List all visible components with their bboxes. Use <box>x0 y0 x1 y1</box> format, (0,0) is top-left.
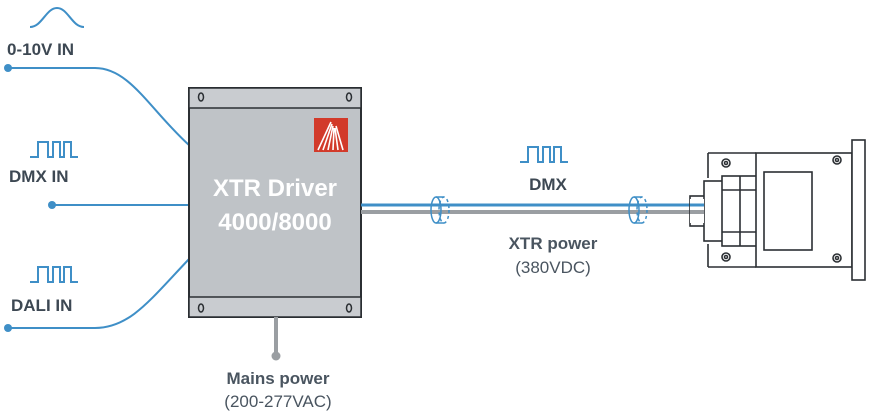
mains-value: (200-277VAC) <box>224 392 331 411</box>
digital-pulse-icon <box>30 266 78 283</box>
ferrite-core-icon <box>430 196 450 224</box>
wire-terminal-dali <box>4 324 12 332</box>
link-label-power: XTR power <box>509 234 598 253</box>
link-label-power-value: (380VDC) <box>515 258 591 277</box>
input-label-dmx: DMX IN <box>9 167 69 186</box>
ferrite-core-icon <box>628 196 648 224</box>
xtr-driver-box: XTR Driver 4000/8000 <box>188 87 362 318</box>
wire-terminal-analog <box>4 64 12 72</box>
analog-signal-icon <box>29 6 85 28</box>
wire-terminal-dmx <box>48 201 56 209</box>
digital-pulse-icon <box>30 141 78 158</box>
input-label-dali: DALI IN <box>11 296 72 315</box>
input-label-analog: 0-10V IN <box>7 40 74 59</box>
link-label-dmx: DMX <box>529 175 567 194</box>
driver-title-line1: XTR Driver <box>213 175 337 202</box>
luminaire-fixture <box>689 139 866 281</box>
screw-hole-icon <box>197 92 353 313</box>
wire-terminal-mains <box>271 351 281 361</box>
driver-title-line2: 4000/8000 <box>218 209 331 236</box>
wire-dali <box>8 257 191 329</box>
digital-pulse-icon <box>520 146 568 163</box>
xtr-logo-icon <box>314 118 348 152</box>
mains-label: Mains power <box>227 369 330 388</box>
wire-analog <box>8 67 191 147</box>
